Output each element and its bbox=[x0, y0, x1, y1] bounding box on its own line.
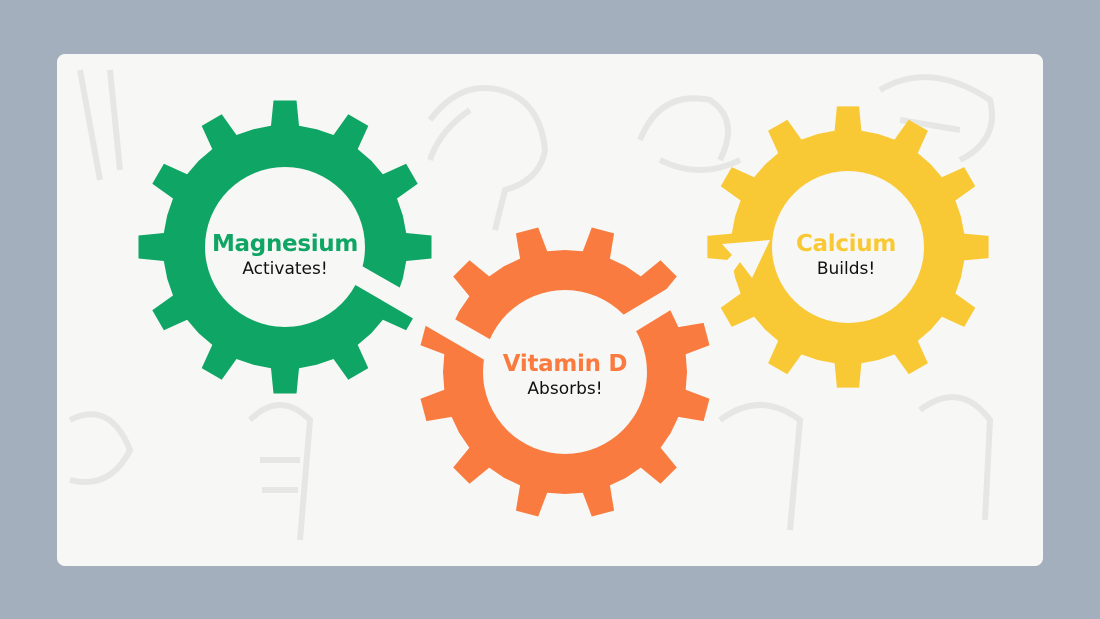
connector-vitamin-d-calcium bbox=[618, 275, 700, 335]
gear-subtitle: Absorbs! bbox=[527, 379, 603, 399]
gear-subtitle: Builds! bbox=[816, 259, 876, 279]
background-muscle-figures bbox=[68, 69, 995, 541]
gear-title: Vitamin D bbox=[502, 351, 628, 377]
gear-magnesium: Magnesium Activates! bbox=[185, 230, 385, 280]
gear-subtitle: Activates! bbox=[242, 259, 328, 279]
gear-title: Calcium bbox=[795, 231, 897, 257]
gear-vitamin-d-icon bbox=[420, 227, 710, 517]
connector-cutouts bbox=[352, 240, 770, 362]
gear-magnesium-icon bbox=[138, 100, 432, 394]
gear-calcium-icon bbox=[707, 106, 989, 388]
gear-calcium: Calcium Builds! bbox=[746, 230, 946, 280]
gear-title: Magnesium bbox=[211, 231, 359, 257]
gear-vitamin-d: Vitamin D Absorbs! bbox=[465, 350, 665, 400]
arrow-into-calcium-icon bbox=[688, 240, 770, 310]
connector-magnesium-vitamin-d bbox=[352, 266, 500, 362]
